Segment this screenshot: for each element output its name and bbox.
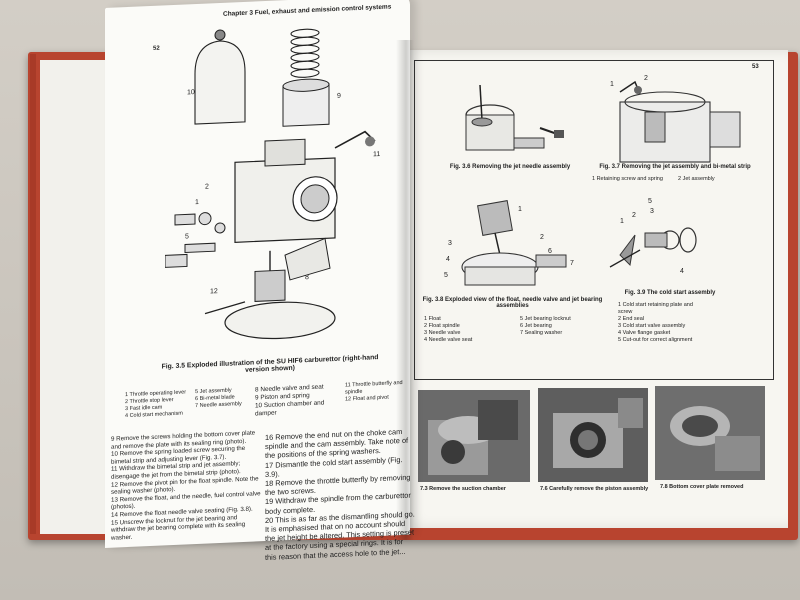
svg-text:8: 8 (305, 274, 309, 281)
svg-text:12: 12 (210, 288, 218, 295)
fig-3-9-legend: 1 Cold start retaining plate and screw 2… (618, 302, 693, 343)
photo-7-6-caption: 7.6 Carefully remove the piston assembly (540, 486, 649, 492)
svg-text:1: 1 (620, 218, 624, 225)
svg-text:9: 9 (337, 93, 341, 100)
svg-text:7: 7 (570, 260, 574, 267)
fig-3-9-diagram: 5 1 2 3 4 (609, 198, 697, 275)
svg-text:5: 5 (444, 272, 448, 279)
fig-3-7-diagram: 1 2 (610, 75, 741, 163)
svg-text:5: 5 (185, 233, 189, 240)
photo-7-8-caption: 7.8 Bottom cover plate removed (660, 484, 744, 490)
fig-3-8-legend-col1: 1 Float 2 Float spindle 3 Needle valve 4… (424, 316, 473, 343)
book-cover-edge (30, 54, 36, 534)
body-steps-left: 9 Remove the screws holding the bottom c… (111, 429, 261, 542)
svg-text:2: 2 (540, 234, 544, 241)
fig-3-7-caption: Fig. 3.7 Removing the jet assembly and b… (599, 164, 751, 170)
fig-3-7-legend-2: 2 Jet assembly (678, 176, 715, 182)
fig-3-5-caption: Fig. 3.5 Exploded illustration of the SU… (161, 354, 379, 374)
fig-3-5-legend-col3: 8 Needle valve and seat 9 Piston and spr… (255, 383, 325, 418)
svg-text:5: 5 (648, 198, 652, 205)
fig-3-7-legend-1: 1 Retaining screw and spring (592, 176, 663, 182)
book-gutter-shadow (396, 40, 414, 540)
fig-3-6-diagram (465, 84, 564, 151)
left-page: 52 Chapter 3 Fuel, exhaust and emission … (105, 0, 415, 562)
photo-7-3 (418, 390, 530, 482)
fig-3-5-exploded-diagram: 9 10 11 2 1 5 8 7 12 (165, 28, 380, 340)
svg-text:11: 11 (373, 151, 380, 158)
svg-text:4: 4 (680, 268, 684, 275)
svg-text:2: 2 (205, 183, 209, 190)
svg-text:3: 3 (650, 208, 654, 215)
fig-3-8-diagram: 3 4 5 1 2 6 7 (444, 200, 574, 286)
photo-7-3-caption: 7.3 Remove the suction chamber (420, 486, 506, 492)
fig-3-6-caption: Fig. 3.6 Removing the jet needle assembl… (449, 164, 571, 170)
svg-text:1: 1 (518, 206, 522, 213)
fig-3-5-legend-col2: 5 Jet assembly 6 Bi-metal blade 7 Needle… (195, 387, 242, 410)
svg-text:1: 1 (610, 81, 614, 88)
body-steps-right: 16 Remove the end nut on the choke cam s… (265, 427, 415, 562)
figure-frame (414, 60, 774, 380)
left-page-number: 52 (153, 45, 160, 52)
fig-3-5-legend-col4: 11 Throttle butterfly and spindle 12 Flo… (345, 380, 403, 403)
photo-7-8 (655, 386, 765, 480)
fig-3-5-legend-col1: 1 Throttle operating lever 2 Throttle st… (125, 389, 187, 420)
svg-text:2: 2 (644, 75, 648, 82)
svg-text:6: 6 (548, 248, 552, 255)
photo-7-6 (538, 388, 648, 482)
svg-text:1: 1 (195, 199, 199, 206)
svg-text:3: 3 (448, 240, 452, 247)
svg-text:10: 10 (187, 89, 195, 96)
fig-3-8-caption: Fig. 3.8 Exploded view of the float, nee… (422, 297, 603, 309)
fig-3-8-legend-col2: 5 Jet bearing locknut 6 Jet bearing 7 Se… (520, 316, 571, 336)
fig-3-9-caption: Fig. 3.9 The cold start assembly (624, 290, 716, 296)
right-page-number: 53 (752, 64, 759, 70)
svg-text:2: 2 (632, 212, 636, 219)
svg-text:4: 4 (446, 256, 450, 263)
